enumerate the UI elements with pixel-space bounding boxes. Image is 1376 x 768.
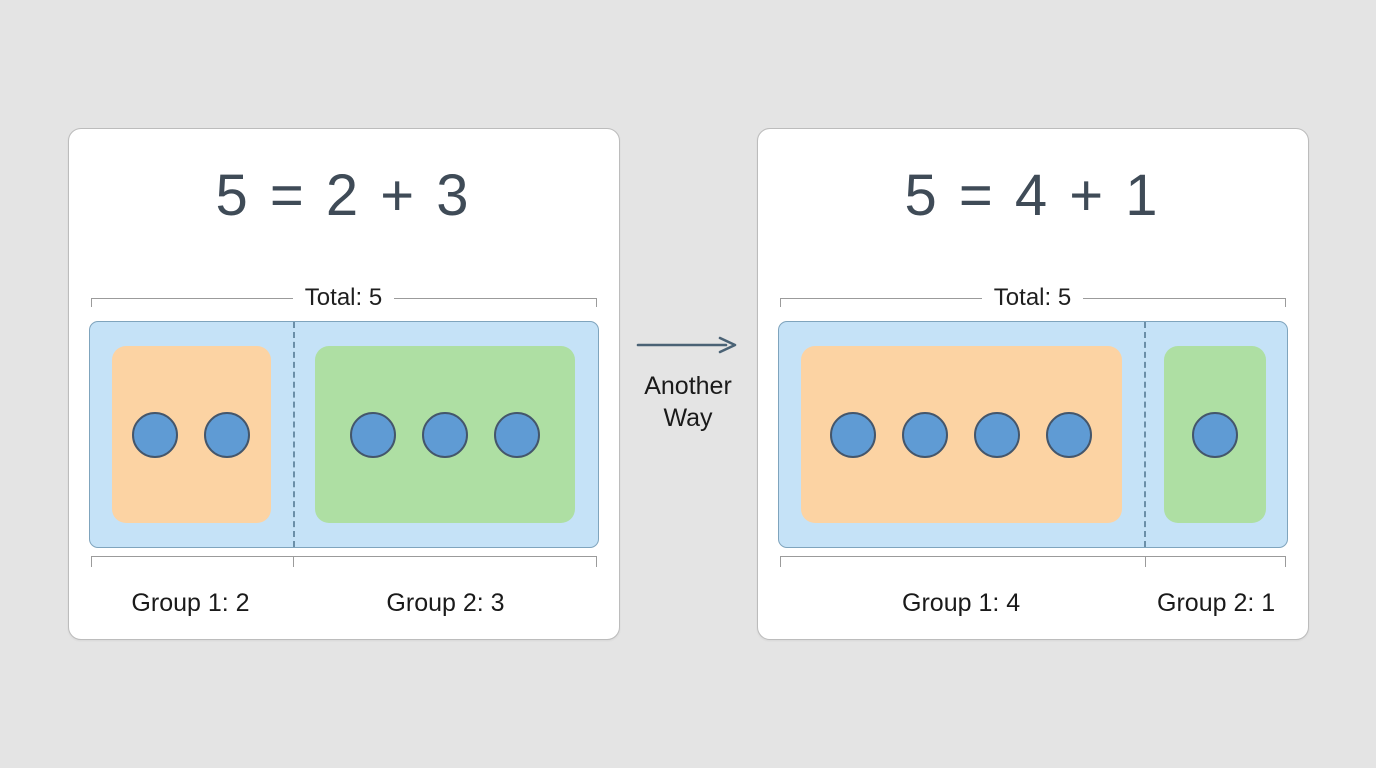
counter-dot [132, 411, 179, 458]
group-box-1-right [800, 346, 1123, 523]
total-box-right [777, 321, 1288, 548]
transition-caption-line2: Way [663, 404, 713, 432]
bottom-bracket-right [778, 556, 1288, 572]
counter-dot [830, 411, 877, 458]
decomposition-card-left: 5 = 2 + 3 Total: 5 [67, 128, 620, 640]
bottom-bracket-line [779, 556, 1286, 557]
transition-caption-line1: Another [644, 372, 732, 400]
equation-left: 5 = 2 + 3 [215, 163, 472, 228]
group-slot-2-left [293, 322, 598, 547]
total-label-right: Total: 5 [981, 286, 1084, 310]
bottom-bracket-tick-center [1144, 556, 1146, 567]
bottom-bracket-line [90, 556, 597, 557]
group-box-1-left [111, 346, 271, 523]
arrow-right-icon [636, 334, 740, 356]
group-divider-left [292, 322, 295, 547]
group-slot-1-right [779, 322, 1145, 547]
total-bracket-tick-left [90, 298, 92, 307]
counter-dot [350, 411, 397, 458]
total-bracket-left: Total: 5 [89, 281, 599, 315]
bottom-bracket-tick-center [292, 556, 294, 567]
group-label-2-left: Group 2: 3 [386, 589, 505, 617]
counter-dot [902, 411, 949, 458]
total-box-left [88, 321, 599, 548]
group-box-2-right [1164, 346, 1267, 523]
group-box-2-left [314, 346, 576, 523]
group-label-1-left: Group 1: 2 [131, 589, 250, 617]
total-label-left: Total: 5 [292, 286, 395, 310]
panels-row: 5 = 2 + 3 Total: 5 [67, 128, 1309, 640]
decomposition-card-right: 5 = 4 + 1 Total: 5 [756, 128, 1309, 640]
counter-dot [422, 411, 469, 458]
counter-dot [974, 411, 1021, 458]
total-bracket-tick-right [595, 298, 597, 307]
total-bracket-right: Total: 5 [778, 281, 1288, 315]
bottom-bracket-tick-right [1284, 556, 1286, 567]
counter-dot [1046, 411, 1093, 458]
group-slot-1-left [90, 322, 293, 547]
group-label-1-right: Group 1: 4 [902, 589, 1021, 617]
transition-column: Another Way [620, 334, 757, 434]
group-labels-left: Group 1: 2 Group 2: 3 [89, 589, 599, 618]
group-slot-2-right [1144, 322, 1286, 547]
equation-right: 5 = 4 + 1 [904, 163, 1161, 228]
group-labels-right: Group 1: 4 Group 2: 1 [778, 589, 1288, 618]
counter-dot [204, 411, 251, 458]
counter-dot [1192, 411, 1239, 458]
group-divider-right [1144, 322, 1147, 547]
bottom-bracket-tick-left [779, 556, 781, 567]
bottom-bracket-tick-right [595, 556, 597, 567]
total-bracket-tick-left [779, 298, 781, 307]
group-label-2-right: Group 2: 1 [1157, 589, 1276, 617]
bottom-bracket-tick-left [90, 556, 92, 567]
counter-dot [494, 411, 541, 458]
bottom-bracket-left [89, 556, 599, 572]
transition-caption: Another Way [644, 370, 732, 434]
total-bracket-tick-right [1284, 298, 1286, 307]
